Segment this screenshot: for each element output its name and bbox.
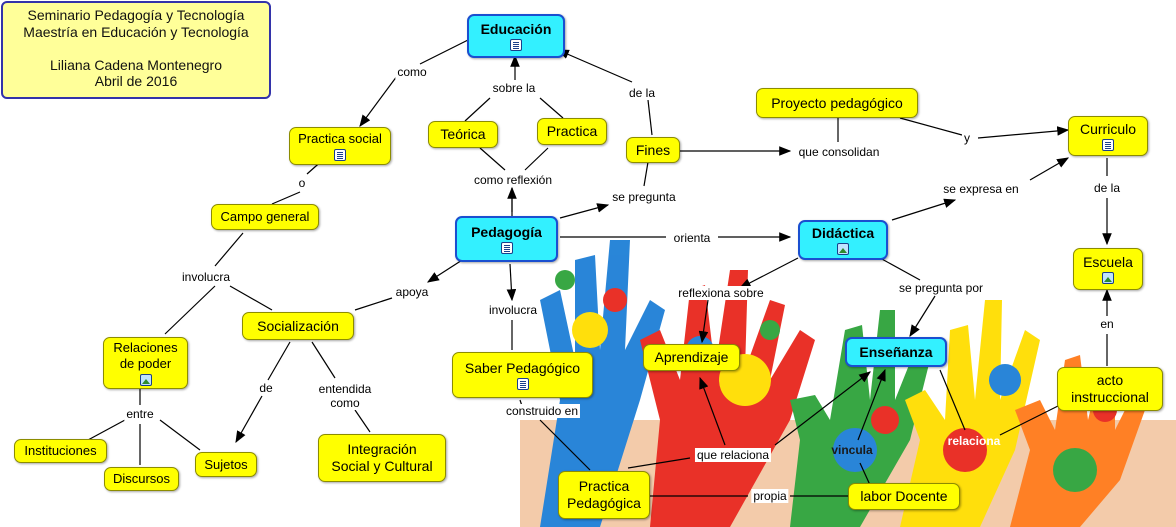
concept-label: acto instruccional [1071, 372, 1149, 405]
concept-proyecto-pedagogico[interactable]: Proyecto pedagógico [756, 88, 918, 118]
link-y: y [962, 131, 972, 145]
hand-4 [900, 300, 1040, 527]
concept-pedagogia[interactable]: Pedagogía [455, 216, 558, 262]
doc-icon[interactable] [516, 378, 529, 391]
info-box: Seminario Pedagogía y Tecnología Maestrí… [1, 1, 271, 99]
link-apoya: apoya [393, 285, 431, 299]
concept-label: Integración Social y Cultural [331, 441, 433, 474]
link-o: o [296, 176, 308, 190]
concept-label: Socialización [257, 317, 339, 334]
concept-socializacion[interactable]: Socialización [242, 312, 354, 340]
link-de-la-2: de la [1091, 181, 1123, 195]
concept-discursos[interactable]: Discursos [104, 467, 179, 491]
concept-instituciones[interactable]: Instituciones [14, 439, 107, 463]
concept-label: Pedagogía [471, 223, 542, 240]
info-line-2: Maestría en Educación y Tecnología [23, 23, 249, 40]
link-vincula: vincula [831, 443, 873, 457]
image-icon[interactable] [139, 373, 152, 386]
concept-practica-social[interactable]: Practica social [289, 127, 391, 165]
concept-aprendizaje[interactable]: Aprendizaje [643, 344, 740, 371]
link-propia: propia [751, 489, 789, 503]
concept-fines[interactable]: Fines [626, 137, 680, 163]
doc-icon[interactable] [334, 148, 346, 161]
concept-label: Campo general [220, 209, 310, 225]
concept-integracion[interactable]: Integración Social y Cultural [318, 434, 446, 482]
link-orienta: orienta [671, 231, 713, 245]
link-se-expresa-en: se expresa en [941, 182, 1021, 196]
link-sobre-la: sobre la [490, 81, 538, 95]
link-construido-en: construido en [503, 404, 581, 418]
concept-label: Sujetos [204, 456, 248, 472]
info-line-1: Seminario Pedagogía y Tecnología [27, 7, 245, 23]
concept-label: Escuela [1083, 253, 1133, 270]
concept-sujetos[interactable]: Sujetos [195, 452, 257, 477]
concept-label: labor Docente [860, 488, 948, 505]
link-en: en [1098, 317, 1116, 331]
link-de-la-1: de la [626, 86, 658, 100]
concept-label: Curriculo [1079, 120, 1136, 137]
concept-label: Instituciones [24, 443, 97, 459]
concept-saber-pedagogico[interactable]: Saber Pedagógico [452, 352, 593, 398]
concept-acto-instruccional[interactable]: acto instruccional [1057, 367, 1163, 411]
doc-icon[interactable] [510, 39, 522, 52]
link-se-pregunta: se pregunta [610, 190, 678, 204]
concept-curriculo[interactable]: Curriculo [1068, 116, 1148, 156]
image-icon[interactable] [837, 243, 849, 256]
info-line-5: Abril de 2016 [94, 73, 178, 90]
concept-relaciones-de-poder[interactable]: Relaciones de poder [103, 337, 188, 389]
concept-label: Proyecto pedagógico [771, 94, 903, 111]
concept-label: Teórica [440, 126, 486, 143]
concept-label: Fines [635, 141, 671, 158]
concept-practica[interactable]: Practica [537, 118, 607, 145]
link-que-relaciona: que relaciona [694, 448, 772, 462]
hand-1 [540, 240, 665, 527]
concept-label: Aprendizaje [654, 349, 729, 366]
concept-labor-docente[interactable]: labor Docente [848, 483, 960, 510]
concept-teorica[interactable]: Teórica [428, 121, 498, 148]
concept-label: Didáctica [811, 224, 875, 241]
concept-label: Enseñanza [859, 343, 933, 360]
link-que-consolidan: que consolidan [796, 145, 882, 159]
link-como-reflexion: como reflexión [471, 173, 555, 187]
concept-didactica[interactable]: Didáctica [798, 220, 888, 260]
concept-escuela[interactable]: Escuela [1073, 248, 1143, 290]
doc-icon[interactable] [500, 242, 513, 255]
doc-icon[interactable] [1102, 139, 1114, 152]
link-involucra-1: involucra [179, 270, 233, 284]
concept-label: Practica social [298, 131, 382, 147]
concept-label: Relaciones de poder [113, 340, 178, 371]
concept-label: Discursos [112, 471, 171, 487]
concept-label: Saber Pedagógico [464, 359, 581, 376]
concept-label: Practica [546, 123, 598, 140]
link-entendida-como: entendida como [316, 382, 374, 410]
link-de: de [257, 381, 275, 395]
concept-educacion[interactable]: Educación [467, 14, 565, 58]
link-se-pregunta-por: se pregunta por [896, 281, 986, 295]
concept-ensenanza[interactable]: Enseñanza [845, 337, 947, 367]
image-icon[interactable] [1102, 272, 1114, 285]
concept-campo-general[interactable]: Campo general [211, 204, 319, 230]
link-entre: entre [124, 407, 156, 421]
info-line-4: Liliana Cadena Montenegro [49, 56, 222, 73]
link-reflexiona-sobre: reflexiona sobre [676, 286, 766, 300]
info-line-3 [7, 41, 265, 57]
concept-label: Educación [480, 20, 552, 37]
link-relaciona: relaciona [947, 434, 1001, 448]
concept-label: Practica Pedagógica [567, 478, 641, 511]
link-como: como [395, 65, 429, 79]
concept-practica-pedagogica[interactable]: Practica Pedagógica [558, 471, 650, 519]
link-involucra-2: involucra [486, 303, 540, 317]
